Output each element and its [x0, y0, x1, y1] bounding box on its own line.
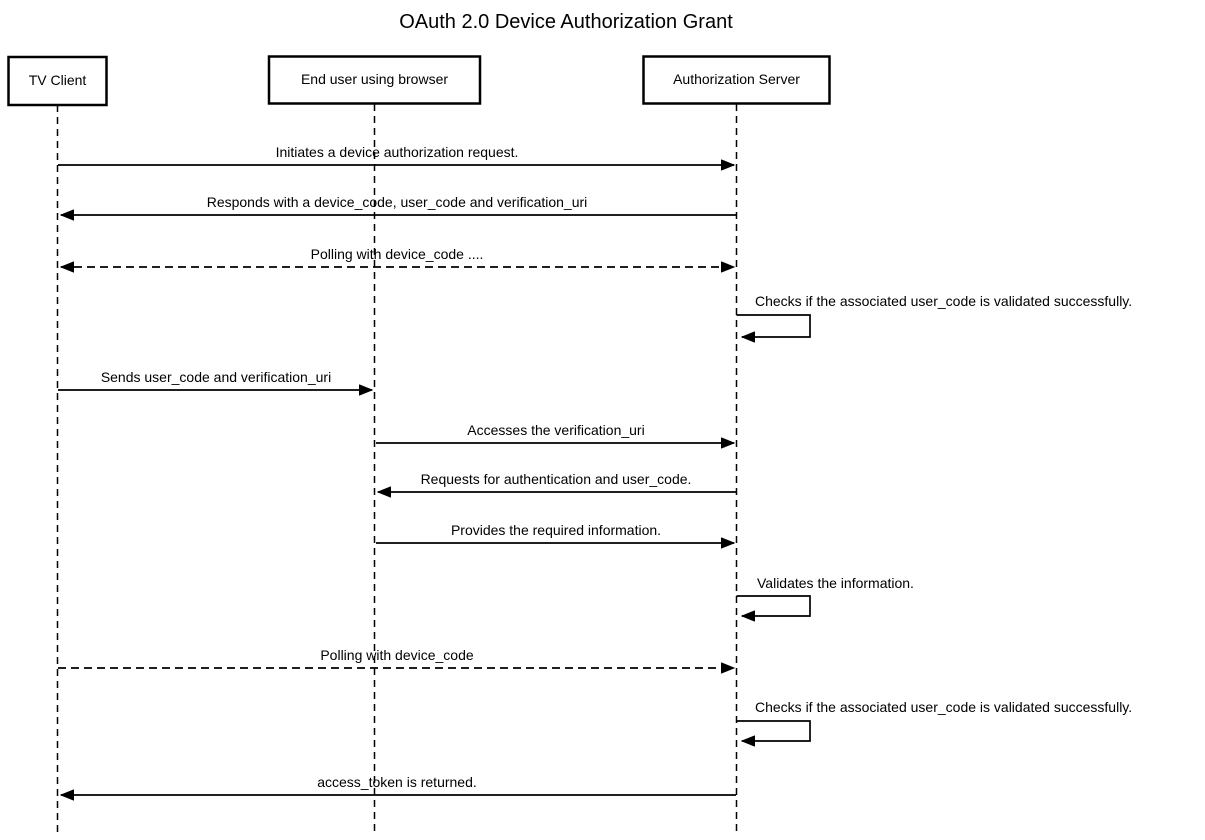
message-8: Provides the required information.	[376, 522, 734, 543]
message-9: Validates the information.	[736, 575, 914, 616]
message-8-label: Provides the required information.	[451, 522, 661, 538]
actor-auth-server: Authorization Server	[642, 55, 831, 105]
message-11-label: Checks if the associated user_code is va…	[755, 699, 1132, 715]
message-6-label: Accesses the verification_uri	[467, 422, 644, 438]
message-3-label: Polling with device_code ....	[311, 246, 484, 262]
message-9-self-loop	[736, 595, 811, 616]
message-5: Sends user_code and verification_uri	[58, 369, 372, 390]
message-3: Polling with device_code ....	[61, 246, 734, 267]
message-10: Polling with device_code	[58, 647, 734, 668]
message-11: Checks if the associated user_code is va…	[736, 699, 1132, 741]
actor-end-user: End user using browser	[267, 55, 482, 105]
message-1: Initiates a device authorization request…	[58, 144, 734, 165]
message-6: Accesses the verification_uri	[376, 422, 734, 443]
message-9-label: Validates the information.	[757, 575, 914, 591]
actor-box-auth-server	[642, 55, 831, 105]
message-7: Requests for authentication and user_cod…	[378, 471, 736, 492]
actor-label-auth-server: Authorization Server	[673, 71, 800, 87]
actor-label-end-user: End user using browser	[301, 71, 448, 87]
message-1-label: Initiates a device authorization request…	[276, 144, 519, 160]
message-2-label: Responds with a device_code, user_code a…	[207, 194, 588, 210]
actor-tv-client: TV Client	[7, 55, 108, 107]
message-11-self-loop	[736, 720, 811, 741]
message-12-label: access_token is returned.	[317, 774, 477, 790]
message-4-label: Checks if the associated user_code is va…	[755, 293, 1132, 309]
message-10-label: Polling with device_code	[320, 647, 474, 663]
message-4: Checks if the associated user_code is va…	[736, 293, 1132, 337]
message-4-self-loop	[736, 314, 811, 337]
message-7-label: Requests for authentication and user_cod…	[421, 471, 692, 487]
message-2: Responds with a device_code, user_code a…	[61, 194, 736, 215]
message-5-label: Sends user_code and verification_uri	[101, 369, 331, 385]
actor-label-tv-client: TV Client	[29, 72, 87, 88]
actor-box-tv-client	[7, 55, 108, 107]
actor-box-end-user	[267, 55, 482, 105]
diagram-title: OAuth 2.0 Device Authorization Grant	[399, 11, 733, 33]
message-12: access_token is returned.	[61, 774, 736, 795]
